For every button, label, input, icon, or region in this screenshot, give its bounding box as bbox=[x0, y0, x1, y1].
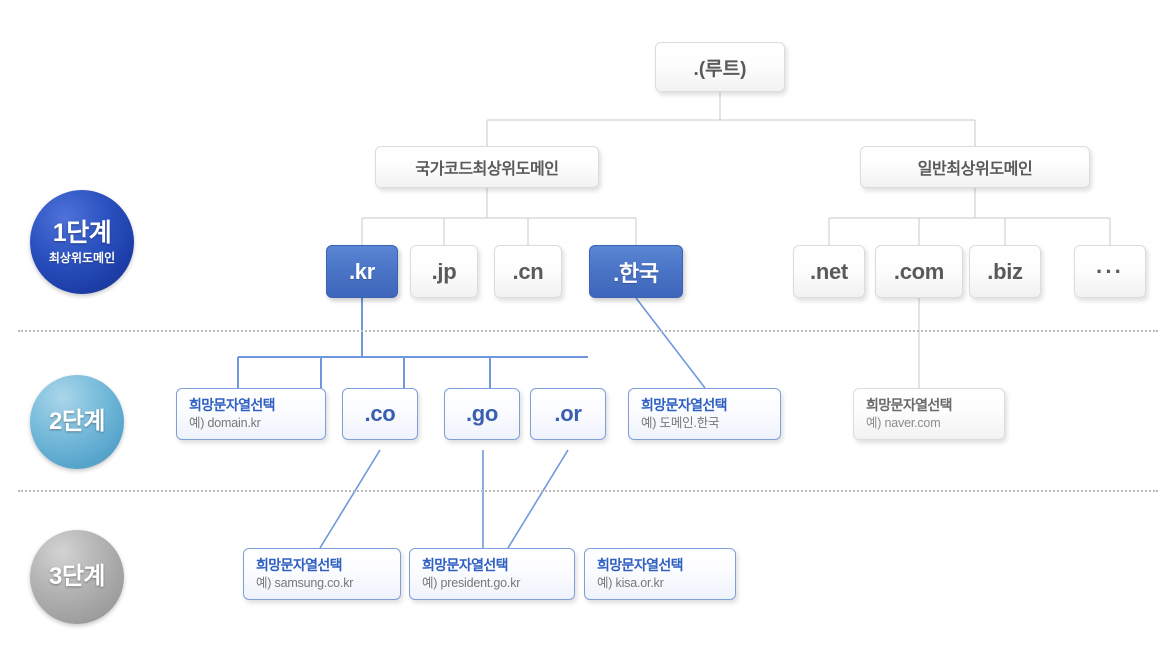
node-level3-kisa-example: 예) kisa.or.kr bbox=[597, 575, 664, 590]
node-tld-cn-label: .cn bbox=[512, 258, 544, 284]
node-level2-com-direct-example: 예) naver.com bbox=[866, 415, 941, 430]
node-tld-kr: .kr bbox=[326, 245, 398, 298]
node-cctld-category: 국가코드최상위도메인 bbox=[375, 146, 599, 188]
node-tld-more: ··· bbox=[1074, 245, 1146, 298]
node-level2-hangul-direct: 희망문자열선택 예) 도메인.한국 bbox=[628, 388, 781, 440]
node-sld-go-label: .go bbox=[465, 401, 499, 426]
node-level2-kr-direct-title: 희망문자열선택 bbox=[189, 397, 276, 414]
node-tld-biz-label: .biz bbox=[987, 258, 1023, 284]
node-tld-cn: .cn bbox=[494, 245, 562, 298]
node-tld-net-label: .net bbox=[810, 258, 848, 284]
node-level3-samsung-example: 예) samsung.co.kr bbox=[256, 575, 354, 590]
node-level2-com-direct: 희망문자열선택 예) naver.com bbox=[853, 388, 1005, 440]
node-root-label: .(루트) bbox=[693, 58, 747, 80]
node-sld-co: .co bbox=[342, 388, 418, 440]
stage-2-title: 2단계 bbox=[48, 408, 106, 435]
node-level3-president-title: 희망문자열선택 bbox=[422, 557, 509, 574]
node-tld-biz: .biz bbox=[969, 245, 1041, 298]
node-tld-com-label: .com bbox=[893, 258, 945, 284]
stage-badge-level-1: 1단계 최상위도메인 bbox=[30, 190, 134, 294]
node-level2-com-direct-title: 희망문자열선택 bbox=[866, 397, 953, 414]
stage-3-title: 3단계 bbox=[48, 563, 106, 590]
node-tld-hangul: .한국 bbox=[589, 245, 683, 298]
stage-1-title: 1단계 bbox=[52, 218, 112, 247]
separator-level1 bbox=[18, 330, 1158, 332]
stage-badge-level-3: 3단계 bbox=[30, 530, 124, 624]
node-tld-net: .net bbox=[793, 245, 865, 298]
stage-1-subtitle: 최상위도메인 bbox=[48, 250, 116, 265]
node-level3-samsung-title: 희망문자열선택 bbox=[256, 557, 343, 574]
node-tld-jp-label: .jp bbox=[431, 258, 457, 284]
node-tld-jp: .jp bbox=[410, 245, 478, 298]
node-level2-kr-direct-example: 예) domain.kr bbox=[189, 415, 261, 430]
stage-badge-level-2: 2단계 bbox=[30, 375, 124, 469]
node-level2-hangul-direct-example: 예) 도메인.한국 bbox=[641, 415, 720, 430]
node-level3-kisa-title: 희망문자열선택 bbox=[597, 557, 684, 574]
node-level2-hangul-direct-title: 희망문자열선택 bbox=[641, 397, 728, 414]
node-gtld-category: 일반최상위도메인 bbox=[860, 146, 1090, 188]
node-level3-president-example: 예) president.go.kr bbox=[422, 575, 521, 590]
separator-level2 bbox=[18, 490, 1158, 492]
node-tld-hangul-label: .한국 bbox=[613, 260, 659, 286]
node-level3-samsung: 희망문자열선택 예) samsung.co.kr bbox=[243, 548, 401, 600]
node-tld-com: .com bbox=[875, 245, 963, 298]
node-sld-or-label: .or bbox=[554, 401, 582, 426]
node-sld-go: .go bbox=[444, 388, 520, 440]
node-level3-president: 희망문자열선택 예) president.go.kr bbox=[409, 548, 575, 600]
node-sld-or: .or bbox=[530, 388, 606, 440]
node-gtld-category-label: 일반최상위도메인 bbox=[917, 161, 1033, 178]
node-sld-co-label: .co bbox=[364, 401, 396, 426]
node-tld-more-label: ··· bbox=[1096, 258, 1124, 284]
node-level3-kisa: 희망문자열선택 예) kisa.or.kr bbox=[584, 548, 736, 600]
node-tld-kr-label: .kr bbox=[348, 258, 375, 284]
node-cctld-category-label: 국가코드최상위도메인 bbox=[415, 161, 559, 178]
node-level2-kr-direct: 희망문자열선택 예) domain.kr bbox=[176, 388, 326, 440]
node-root: .(루트) bbox=[655, 42, 785, 92]
